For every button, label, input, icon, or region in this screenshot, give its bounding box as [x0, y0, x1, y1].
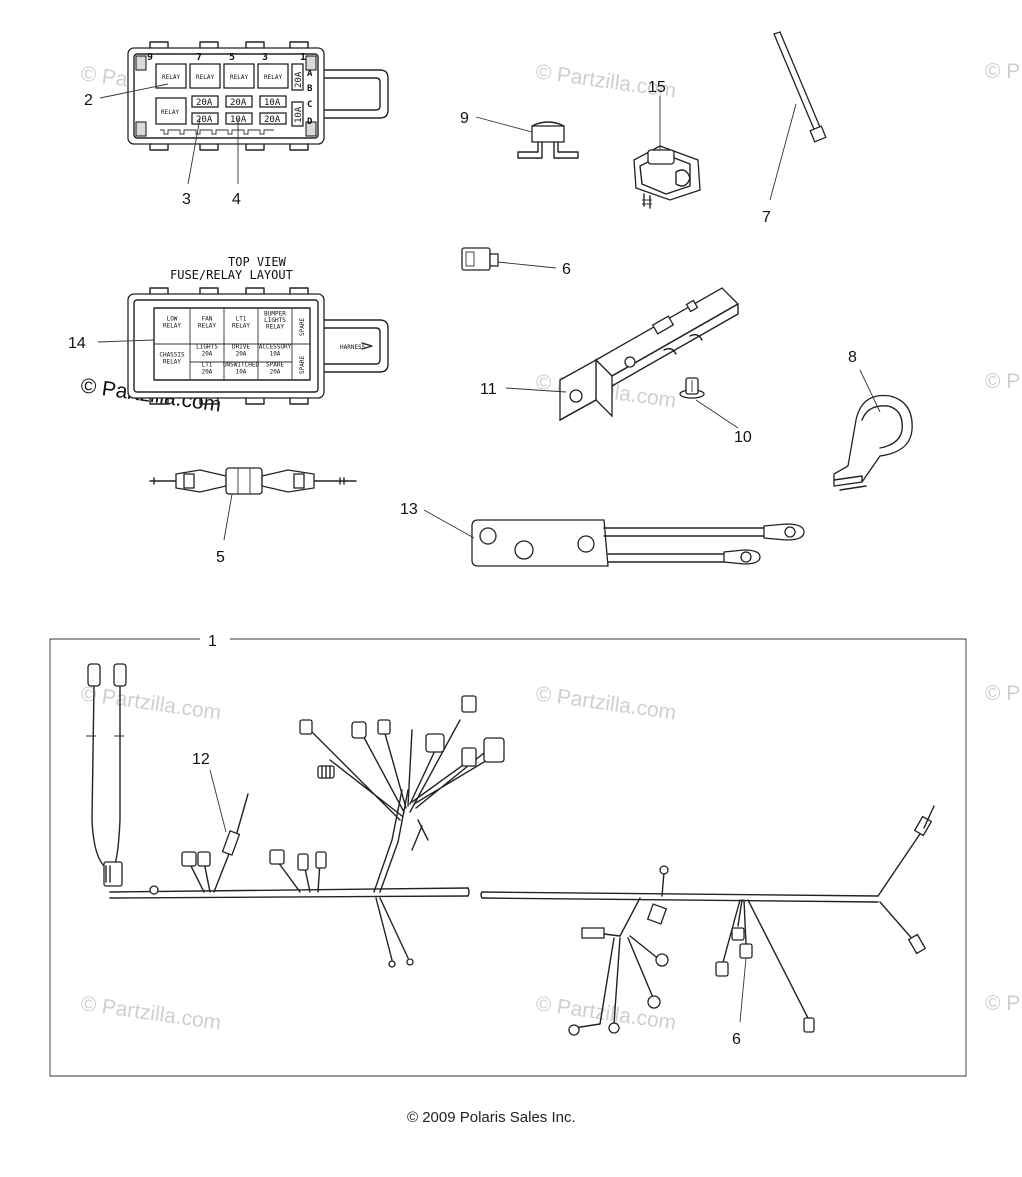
watermark: © P [985, 60, 1020, 83]
callout-1[interactable]: 1 [208, 633, 217, 650]
fuse-label: 10A [264, 98, 281, 108]
terminal-connector[interactable] [461, 247, 499, 271]
callout-5[interactable]: 5 [216, 549, 225, 566]
p-clamp[interactable] [833, 394, 913, 491]
callout-9[interactable]: 9 [460, 110, 469, 127]
fuse-label: 20A [230, 98, 247, 108]
callout-13[interactable]: 13 [400, 501, 418, 518]
main-wiring-harness[interactable] [86, 663, 935, 1036]
column-number: 5 [229, 52, 235, 63]
row-letter: D [307, 117, 313, 127]
callout-8[interactable]: 8 [848, 349, 857, 366]
layout-subtitle: FUSE/RELAY LAYOUT [170, 268, 293, 282]
relay-label: RELAY [230, 74, 248, 81]
relay-label: RELAY [162, 74, 180, 81]
column-number: 9 [147, 52, 153, 63]
relay-label: RELAY [264, 74, 282, 81]
copyright-notice: © 2009 Polaris Sales Inc. [407, 1109, 576, 1126]
relay-label: RELAY [196, 74, 214, 81]
callout-11[interactable]: 11 [480, 381, 497, 398]
column-number: 3 [262, 52, 268, 63]
push-rivet[interactable] [679, 377, 705, 399]
fuse-label: 20A [264, 115, 281, 125]
callout-2[interactable]: 2 [84, 92, 93, 109]
fuse-label: 20A [196, 98, 213, 108]
fuse-label: 20A [294, 71, 304, 88]
inline-fuse-holder[interactable] [149, 467, 357, 495]
column-number: 7 [196, 52, 202, 63]
watermark: © Partzilla.com [534, 682, 677, 724]
fuse-label: 20A [196, 115, 213, 125]
column-number: 1 [300, 52, 306, 63]
ground-strap[interactable] [471, 519, 805, 567]
layout-cell: SPARE [299, 356, 306, 374]
callout-6[interactable]: 6 [562, 261, 571, 278]
watermark: © Partzilla.com [79, 992, 222, 1034]
row-letter: A [307, 69, 313, 79]
watermark: © P [985, 992, 1020, 1015]
callout-6[interactable]: 6 [732, 1031, 741, 1048]
callout-12[interactable]: 12 [192, 751, 210, 768]
callout-4[interactable]: 4 [232, 191, 241, 208]
layout-cell: SPARE [299, 318, 306, 336]
row-letter: B [307, 84, 313, 94]
row-letter: C [307, 100, 312, 110]
mounting-bracket[interactable] [559, 287, 740, 422]
callout-14[interactable]: 14 [68, 335, 86, 352]
watermark: © P [985, 370, 1020, 393]
harness-frame [49, 638, 967, 1077]
fuse-label: 10A [294, 106, 304, 123]
relay-label: RELAY [161, 109, 179, 116]
fuse-box-assembly[interactable]: 9 7 5 3 1 RELAY RELAY RELAY RELAY RELAY … [127, 41, 389, 151]
circuit-breaker[interactable] [517, 121, 579, 159]
watermark: © P [985, 682, 1020, 705]
handle-label: HARNESS [340, 344, 366, 351]
sealed-connector[interactable] [633, 145, 701, 209]
callout-3[interactable]: 3 [182, 191, 191, 208]
cable-tie[interactable] [773, 31, 827, 143]
watermark: © Partzilla.com [79, 682, 222, 724]
callout-10[interactable]: 10 [734, 429, 752, 446]
callout-7[interactable]: 7 [762, 209, 771, 226]
callout-15[interactable]: 15 [648, 79, 666, 96]
layout-title: TOP VIEW [228, 255, 287, 269]
